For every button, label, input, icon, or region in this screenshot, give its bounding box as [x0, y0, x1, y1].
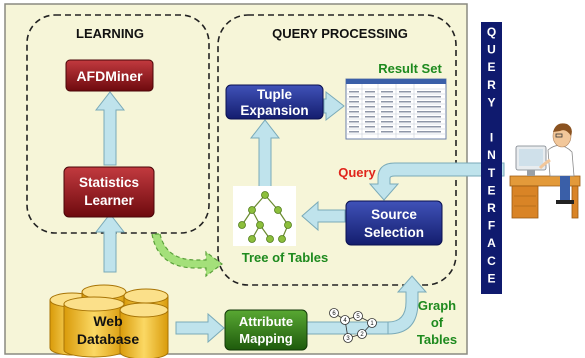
tuple-expansion-label-1: Tuple	[257, 87, 292, 102]
arrow-query-to-source	[368, 162, 505, 201]
query-interface-letter: F	[488, 219, 495, 233]
query-interface-letter: Y	[487, 95, 495, 109]
query-processing-title: QUERY PROCESSING	[272, 26, 408, 41]
arrow-database-to-mapping	[175, 312, 225, 344]
query-interface-letter: A	[487, 236, 496, 250]
graph-node-1: 1	[370, 321, 374, 327]
query-interface-letter: U	[487, 43, 496, 57]
afdminer-box	[65, 59, 154, 92]
graph-of-tables-label-1: Graph	[418, 298, 456, 313]
web-database-cylinders	[49, 284, 169, 358]
arrow-tree-to-tuple	[249, 119, 281, 189]
query-interface-letter: Q	[487, 25, 496, 39]
arrow-graph-up	[387, 275, 428, 335]
afdminer-label: AFDMiner	[76, 68, 143, 84]
query-interface-bar	[481, 22, 502, 294]
user-at-computer-illustration	[509, 123, 581, 219]
graph-node-6: 6	[332, 311, 336, 317]
result-set-label: Result Set	[378, 61, 442, 76]
learning-title: LEARNING	[76, 26, 144, 41]
graph-node-4: 4	[343, 318, 347, 324]
source-selection-box	[345, 200, 443, 246]
learning-group	[26, 14, 210, 234]
statistics-learner-label-2: Learner	[84, 193, 134, 208]
query-interface-letter: R	[487, 78, 496, 92]
tree-of-tables-label: Tree of Tables	[242, 250, 328, 265]
query-interface-letter: R	[487, 201, 496, 215]
statistics-learner-label-1: Statistics	[79, 175, 139, 190]
web-database-label-1: Web	[93, 313, 122, 329]
arrow-learner-to-afdminer	[94, 91, 126, 166]
arrow-tuple-to-result	[323, 90, 345, 122]
query-interface-letter: E	[487, 60, 495, 74]
arrow-database-to-learner	[94, 213, 126, 273]
query-interface-letter: E	[487, 183, 495, 197]
result-set-table	[345, 78, 447, 140]
tuple-expansion-box	[225, 84, 324, 120]
graph-of-tables-graphic: 6 4 5 1 2 3	[329, 308, 377, 343]
graph-node-5: 5	[356, 314, 360, 320]
tuple-expansion-label-2: Expansion	[240, 103, 308, 118]
query-interface-letter: T	[488, 166, 496, 180]
arrow-source-to-tree	[301, 200, 346, 232]
attribute-mapping-label-2: Mapping	[239, 331, 292, 346]
source-selection-label-2: Selection	[364, 225, 424, 240]
tree-of-tables-graphic	[233, 186, 296, 246]
web-database-label-2: Database	[77, 331, 139, 347]
attribute-mapping-box	[224, 309, 308, 351]
query-label: Query	[338, 165, 376, 180]
query-processing-group	[217, 14, 457, 286]
graph-node-3: 3	[346, 336, 350, 342]
statistics-learner-box	[63, 166, 155, 218]
attribute-mapping-label-1: Attribute	[239, 314, 293, 329]
graph-node-2: 2	[360, 332, 364, 338]
graph-of-tables-label-3: Tables	[417, 332, 457, 347]
query-interface-letter: N	[487, 148, 496, 162]
query-interface-letter: E	[487, 271, 495, 285]
query-interface-letter: I	[490, 131, 493, 145]
arrow-learning-to-tree	[151, 233, 223, 278]
query-interface-letter: C	[487, 254, 496, 268]
source-selection-label-1: Source	[371, 207, 417, 222]
graph-of-tables-label-2: of	[431, 315, 444, 330]
